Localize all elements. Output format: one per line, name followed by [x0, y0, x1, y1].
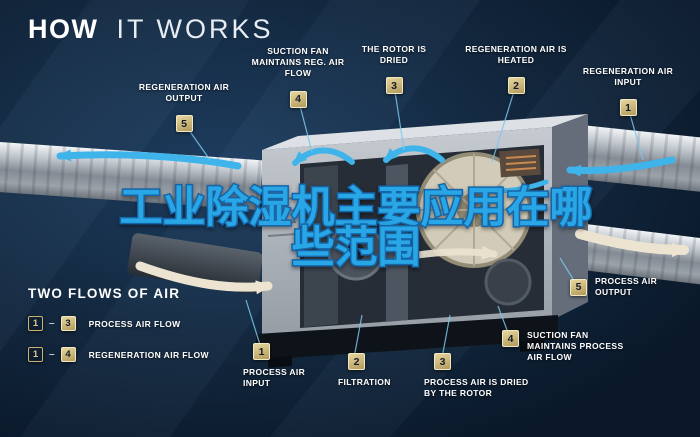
- legend-row-process-air: 1 – 3 PROCESS AIR FLOW: [28, 316, 209, 331]
- callout-rotor-is-dried: THE ROTOR IS DRIED 3: [352, 44, 436, 95]
- callout-regeneration-air-heated: REGENERATION AIR IS HEATED 2: [460, 44, 572, 95]
- callout-process-air-input: 1 PROCESS AIR INPUT: [243, 343, 319, 389]
- badge-3: 3: [385, 77, 403, 95]
- callout-label: SUCTION FAN MAINTAINS REG. AIR FLOW: [251, 46, 345, 79]
- callout-label: PROCESS AIR OUTPUT: [595, 276, 658, 298]
- legend-separator: –: [49, 349, 55, 360]
- badge-1: 1: [253, 343, 270, 360]
- legend-badge-from: 1: [28, 347, 43, 362]
- callout-process-air-output: 5 PROCESS AIR OUTPUT: [570, 276, 690, 298]
- callout-label: REGENERATION AIR OUTPUT: [138, 82, 230, 104]
- legend-badge-from: 1: [28, 316, 43, 331]
- callout-label: SUCTION FAN MAINTAINS PROCESS AIR FLOW: [527, 330, 624, 363]
- process-flow-arrows: [135, 229, 689, 295]
- badge-4: 4: [502, 330, 519, 347]
- badge-4: 4: [289, 90, 307, 108]
- callout-suction-fan-process-air: 4 SUCTION FAN MAINTAINS PROCESS AIR FLOW: [502, 330, 652, 364]
- page-title: HOW IT WORKS: [28, 14, 274, 45]
- callout-label: REGENERATION AIR INPUT: [582, 66, 674, 88]
- suction-fan: [484, 258, 532, 306]
- callout-label: FILTRATION: [338, 377, 391, 387]
- callout-label: PROCESS AIR INPUT: [243, 367, 306, 389]
- callout-label: REGENERATION AIR IS HEATED: [465, 44, 567, 66]
- bottom-left-duct: [127, 233, 263, 294]
- legend-two-flows: TWO FLOWS OF AIR 1 – 3 PROCESS AIR FLOW …: [28, 286, 209, 378]
- callout-label: THE ROTOR IS DRIED: [361, 44, 427, 66]
- legend-label: REGENERATION AIR FLOW: [88, 349, 209, 360]
- legend-badge-to: 4: [60, 347, 76, 362]
- regeneration-flow-arrows: [56, 145, 676, 198]
- badge-5: 5: [570, 278, 587, 296]
- desiccant-rotor: [416, 152, 532, 268]
- panel-vents: [267, 197, 297, 237]
- title-it-works: IT WORKS: [116, 14, 274, 44]
- legend-separator: –: [49, 318, 55, 329]
- callout-regeneration-air-input: REGENERATION AIR INPUT 1: [572, 66, 684, 117]
- badge-3: 3: [434, 353, 451, 370]
- legend-title: TWO FLOWS OF AIR: [28, 286, 181, 301]
- heater: [499, 148, 541, 178]
- callout-regeneration-air-output: REGENERATION AIR OUTPUT 5: [128, 82, 240, 133]
- badge-1: 1: [619, 99, 637, 117]
- badge-2: 2: [348, 353, 365, 370]
- dehumidifier-machine: [256, 114, 588, 368]
- badge-2: 2: [507, 77, 525, 95]
- callout-filtration: 2 FILTRATION: [338, 353, 414, 388]
- callout-label: PROCESS AIR IS DRIED BY THE ROTOR: [424, 377, 529, 399]
- legend-badge-to: 3: [60, 316, 76, 331]
- callout-process-air-dried: 3 PROCESS AIR IS DRIED BY THE ROTOR: [424, 353, 536, 399]
- legend-label: PROCESS AIR FLOW: [88, 318, 181, 329]
- badge-5: 5: [175, 115, 193, 133]
- right-upper-duct: [571, 124, 700, 193]
- title-how: HOW: [28, 14, 99, 44]
- legend-row-regeneration-air: 1 – 4 REGENERATION AIR FLOW: [28, 347, 209, 362]
- callout-suction-fan-reg-air: SUCTION FAN MAINTAINS REG. AIR FLOW 4: [246, 46, 350, 108]
